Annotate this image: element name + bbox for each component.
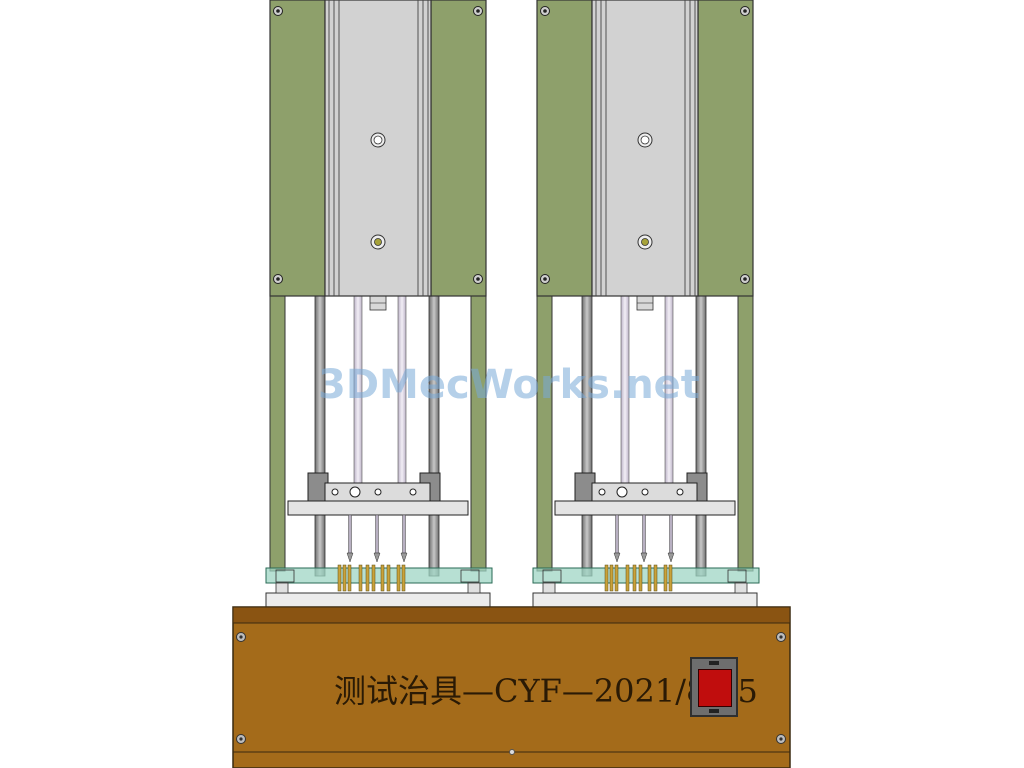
test-pin (609, 564, 614, 592)
test-pin (625, 564, 630, 592)
switch-rocker[interactable] (698, 669, 732, 707)
screw-icon (273, 6, 283, 16)
guide-rod (581, 295, 593, 577)
guide-rod (314, 295, 326, 577)
port-icon (637, 234, 653, 250)
cylinder-side-plate (269, 0, 326, 297)
clamp (727, 569, 747, 583)
guide-rod (695, 295, 707, 577)
test-pin (380, 564, 385, 592)
clamp (460, 569, 480, 583)
mount-plate (265, 592, 491, 608)
cylinder-side-plate (697, 0, 754, 297)
probe (348, 514, 352, 554)
watermark-text: 3DMecWorks.net (318, 362, 700, 408)
cylinder-side-plate (536, 0, 593, 297)
press-plate (287, 500, 469, 516)
base-screw (236, 632, 246, 642)
test-pin (632, 564, 637, 592)
press-unit-right (532, 0, 760, 608)
test-pin (647, 564, 652, 592)
rocker-switch-icon[interactable] (690, 657, 738, 717)
screw-icon (473, 274, 483, 284)
test-pin (337, 564, 342, 592)
clamp (542, 569, 562, 583)
base-screw (776, 734, 786, 744)
port-icon (370, 234, 386, 250)
test-pin (638, 564, 643, 592)
glass-plate (532, 567, 760, 584)
test-pin (668, 564, 673, 592)
glass-plate (265, 567, 493, 584)
frame-post (737, 295, 754, 572)
test-pin (347, 564, 352, 592)
press-unit-left (265, 0, 493, 608)
probe (402, 514, 406, 554)
probe (615, 514, 619, 554)
test-pin (653, 564, 658, 592)
screw-icon (740, 274, 750, 284)
screw-icon (473, 6, 483, 16)
switch-tab (709, 709, 719, 713)
cylinder-body (324, 0, 432, 297)
press-plate (554, 500, 736, 516)
test-pin (365, 564, 370, 592)
fixture-label: 测试治具—CYF—2021/8/15 (334, 672, 758, 710)
test-pin (604, 564, 609, 592)
frame-post (536, 295, 553, 572)
test-pin (371, 564, 376, 592)
mount-plate (532, 592, 758, 608)
screw-icon (540, 274, 550, 284)
base-screw (776, 632, 786, 642)
port-icon (370, 132, 386, 148)
test-pin (358, 564, 363, 592)
cylinder-body (591, 0, 699, 297)
base-screw (236, 734, 246, 744)
probe (375, 514, 379, 554)
test-pin (614, 564, 619, 592)
cylinder-side-plate (430, 0, 487, 297)
probe (642, 514, 646, 554)
switch-tab (709, 661, 719, 665)
screw-icon (740, 6, 750, 16)
test-pin (396, 564, 401, 592)
test-pin (663, 564, 668, 592)
frame-post (269, 295, 286, 572)
guide-rod (428, 295, 440, 577)
frame-post (470, 295, 487, 572)
screw-icon (273, 274, 283, 284)
test-pin (386, 564, 391, 592)
clamp (275, 569, 295, 583)
test-pin (401, 564, 406, 592)
probe (669, 514, 673, 554)
port-icon (637, 132, 653, 148)
test-pin (342, 564, 347, 592)
screw-icon (540, 6, 550, 16)
